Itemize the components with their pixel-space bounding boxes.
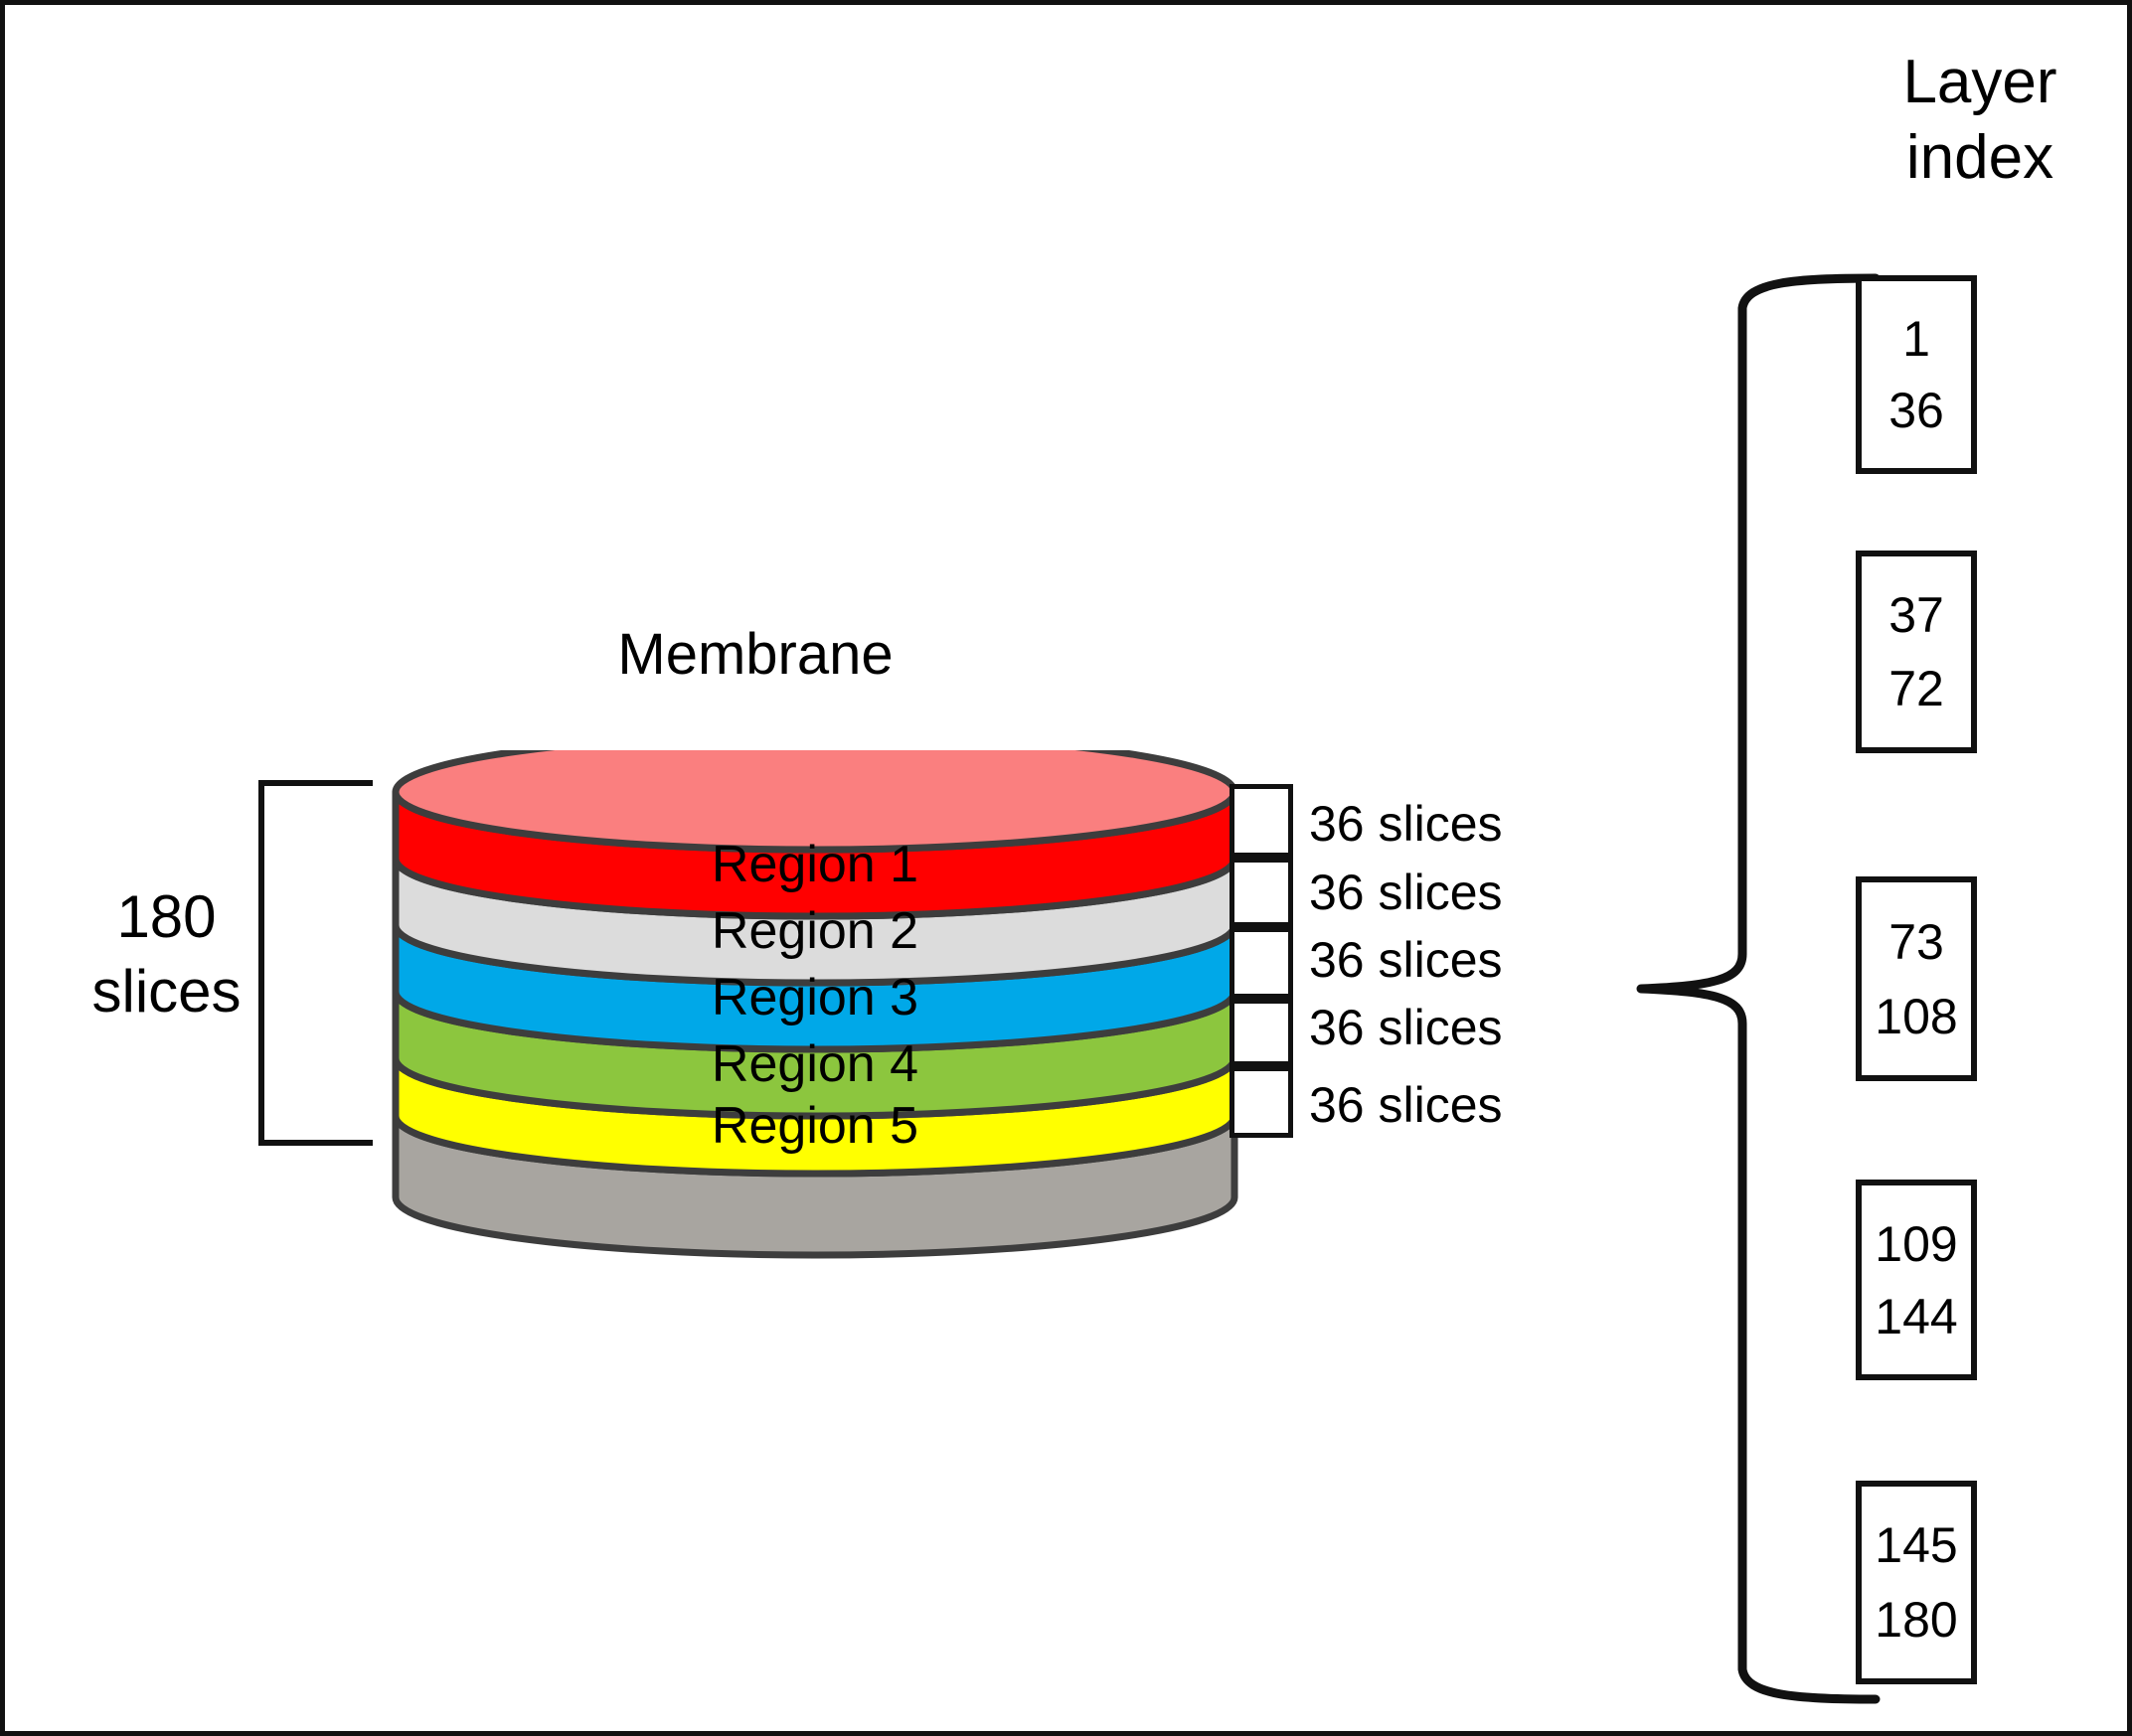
membrane-title: Membrane	[617, 622, 894, 687]
slice-box-3	[1230, 927, 1293, 999]
layer-index-start-5: 145	[1875, 1517, 1958, 1574]
layer-index-title: Layer index	[1902, 48, 2057, 192]
total-slices-bracket	[258, 780, 373, 1146]
layer-index-end-1: 36	[1888, 383, 1944, 438]
layer-index-start-4: 109	[1875, 1215, 1958, 1272]
layer-index-start-1: 1	[1902, 311, 1930, 367]
membrane-cylinder: Region 1 Region 2 Region 3 Region 4 Regi…	[388, 750, 1242, 1287]
slice-label-5: 36 slices	[1309, 1077, 1503, 1133]
slice-label-1: 36 slices	[1309, 796, 1503, 852]
layer-index-box-3: 73 108	[1856, 876, 1977, 1081]
layer-index-box-1: 1 36	[1856, 275, 1977, 474]
slice-label-2: 36 slices	[1309, 865, 1503, 920]
region-label-2: Region 2	[711, 902, 919, 960]
region-label-1: Region 1	[711, 836, 919, 893]
layer-index-box-2: 37 72	[1856, 551, 1977, 753]
slice-box-5	[1230, 1066, 1293, 1138]
layer-index-end-2: 72	[1888, 661, 1944, 716]
layer-index-end-3: 108	[1875, 988, 1958, 1044]
layer-index-end-4: 144	[1875, 1288, 1958, 1344]
slice-box-2	[1230, 858, 1293, 927]
slice-label-3: 36 slices	[1309, 932, 1503, 988]
region-label-3: Region 3	[711, 969, 919, 1026]
layer-index-box-4: 109 144	[1856, 1180, 1977, 1380]
slice-box-4	[1230, 999, 1293, 1066]
layer-index-end-5: 180	[1875, 1591, 1958, 1648]
layer-index-box-5: 145 180	[1856, 1481, 1977, 1684]
layer-index-start-3: 73	[1888, 913, 1944, 970]
region-label-4: Region 4	[711, 1035, 919, 1093]
region-label-5: Region 5	[711, 1097, 919, 1155]
total-slices-label: 180 slices	[91, 883, 242, 1025]
slice-label-4: 36 slices	[1309, 1000, 1503, 1055]
layer-index-brace	[1635, 268, 1893, 1709]
slice-box-1	[1230, 784, 1293, 858]
layer-index-start-2: 37	[1888, 587, 1944, 643]
